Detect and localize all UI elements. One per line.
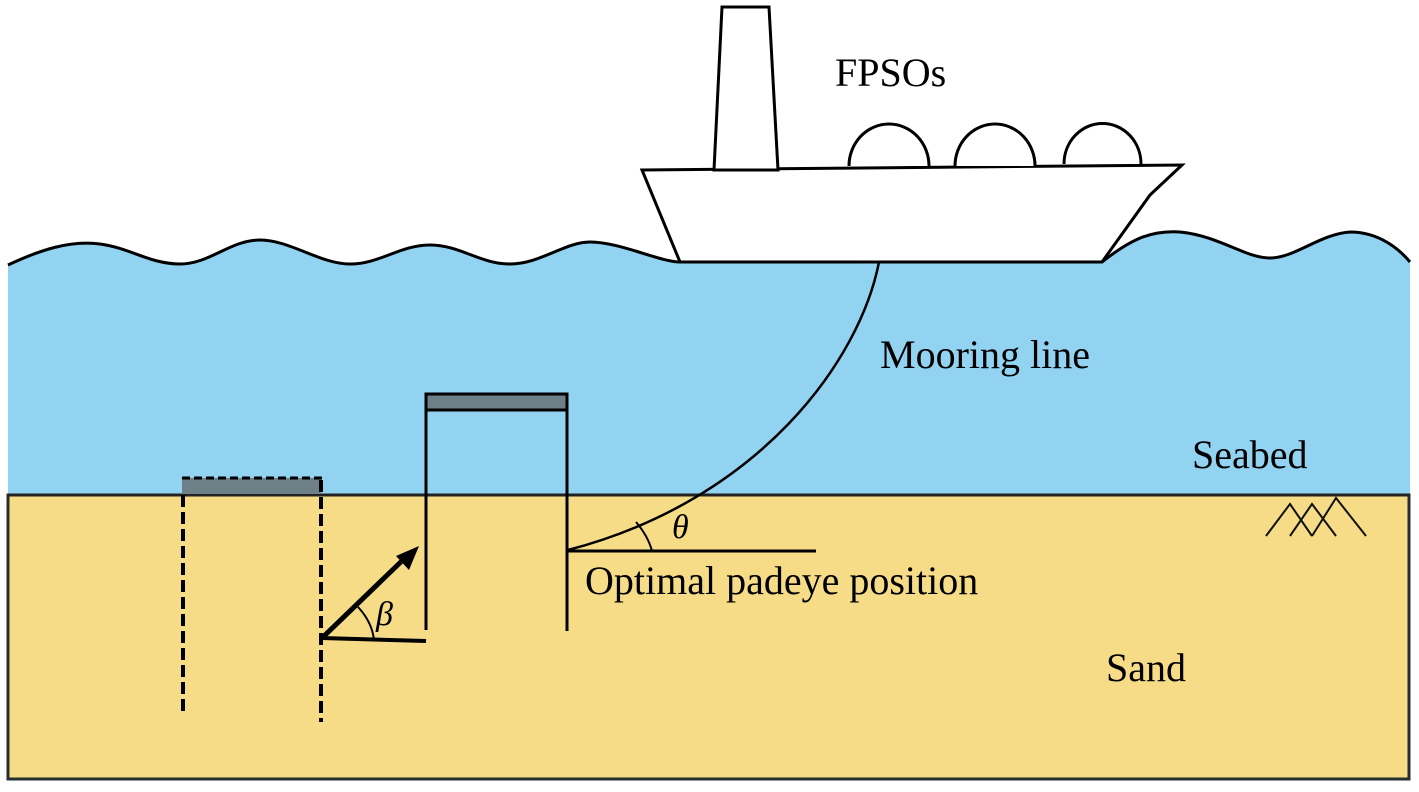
mooring-angle-theta	[568, 521, 816, 553]
storage-dome-3	[1062, 121, 1143, 165]
water-region	[8, 231, 1410, 497]
padeye-label: Optimal padeye position	[585, 558, 978, 603]
storage-dome-2	[953, 122, 1037, 167]
ship-hull	[639, 163, 1186, 264]
theta-arc	[635, 521, 653, 552]
sea-surface-wave	[7, 238, 681, 267]
caisson-lid-initial	[182, 478, 321, 494]
caisson-installed	[424, 392, 569, 631]
mooring-line-label: Mooring line	[880, 332, 1090, 377]
arrow-head-icon	[396, 546, 419, 570]
seabed-symbol-icon	[1265, 496, 1367, 537]
fpso-label: FPSOs	[835, 50, 946, 95]
load-arrow	[320, 553, 410, 640]
mooring-line	[567, 261, 881, 552]
beta-symbol: β	[375, 596, 393, 633]
caisson-lid	[424, 392, 569, 412]
beta-arc	[357, 606, 375, 641]
storage-dome-1	[847, 122, 931, 167]
sand-region	[6, 493, 1411, 781]
caisson-initial-dashed	[181, 476, 324, 722]
seabed-label: Seabed	[1192, 432, 1308, 477]
sea-surface-wave-right	[1101, 230, 1412, 264]
fpso-ship	[639, 5, 1186, 264]
sand-label: Sand	[1106, 645, 1186, 690]
ship-funnel	[712, 5, 780, 172]
loading-angle-beta	[320, 546, 427, 643]
theta-symbol: θ	[672, 509, 689, 546]
